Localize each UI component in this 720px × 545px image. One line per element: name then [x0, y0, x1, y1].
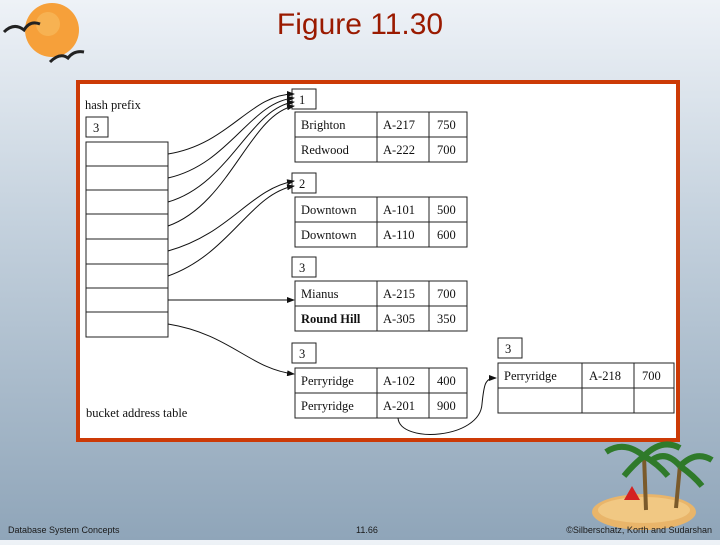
record-name: Redwood	[301, 143, 350, 157]
record-balance: 750	[437, 118, 456, 132]
pointer-arrow	[167, 99, 295, 203]
pointer-arrow	[167, 184, 295, 277]
record-balance: 350	[437, 312, 456, 326]
record-name: Brighton	[301, 118, 346, 132]
record-account: A-101	[383, 203, 415, 217]
record-balance: 700	[437, 143, 456, 157]
pointer-arrow	[167, 91, 295, 155]
record-name: Perryridge	[301, 399, 354, 413]
record-name: Downtown	[301, 228, 357, 242]
hash-prefix-value: 3	[93, 121, 99, 135]
footer-course-title: Database System Concepts	[8, 525, 120, 535]
pointer-arrow	[167, 179, 295, 252]
record-balance: 500	[437, 203, 456, 217]
record-account: A-201	[383, 399, 415, 413]
palm-island-decoration	[584, 420, 720, 540]
record-account: A-217	[383, 118, 415, 132]
footer-copyright: ©Silberschatz, Korth and Sudarshan	[566, 525, 712, 535]
hash-prefix-box	[85, 116, 109, 138]
record-name: Downtown	[301, 203, 357, 217]
overflow-chain-arrow	[397, 375, 497, 435]
bucket-2: 2 Downtown A-101 500 Downtown A-110 600	[291, 172, 468, 248]
figure-frame: hash prefix 3 bucket address table 1 Bri…	[76, 80, 680, 442]
record-balance: 600	[437, 228, 456, 242]
bucket-1: 1 Brighton A-217 750 Redwood A-222 700	[291, 88, 468, 163]
sun-birds-logo	[0, 0, 100, 75]
record-account: A-305	[383, 312, 415, 326]
bucket-address-table-label: bucket address table	[86, 406, 188, 420]
record-account: A-218	[589, 369, 621, 383]
record-name: Perryridge	[301, 374, 354, 388]
footer-page-number: 11.66	[356, 525, 378, 535]
slide-title: Figure 11.30	[276, 8, 444, 41]
record-balance: 400	[437, 374, 456, 388]
pointer-arrows	[167, 91, 497, 435]
bucket-4: 3 Perryridge A-102 400 Perryridge A-201 …	[291, 342, 468, 419]
bucket-3: 3 Mianus A-215 700 Round Hill A-305 350	[291, 256, 468, 332]
record-name: Round Hill	[301, 312, 361, 326]
record-account: A-102	[383, 374, 415, 388]
local-depth-value: 1	[299, 93, 305, 107]
local-depth-box	[291, 256, 317, 278]
local-depth-value: 2	[299, 177, 305, 191]
pointer-arrow	[167, 104, 295, 227]
local-depth-value: 3	[299, 347, 305, 361]
hash-prefix-label: hash prefix	[85, 98, 142, 112]
bucket-address-table	[85, 141, 169, 338]
local-depth-value: 3	[505, 342, 511, 356]
pointer-arrow	[167, 323, 295, 377]
bucket-5-overflow: 3 Perryridge A-218 700	[497, 337, 675, 414]
record-name: Perryridge	[504, 369, 557, 383]
record-account: A-215	[383, 287, 415, 301]
local-depth-box	[291, 342, 317, 364]
record-name: Mianus	[301, 287, 339, 301]
local-depth-value: 3	[299, 261, 305, 275]
record-account: A-110	[383, 228, 414, 242]
extendable-hash-diagram: hash prefix 3 bucket address table 1 Bri…	[85, 88, 675, 435]
pointer-arrow	[167, 95, 295, 179]
local-depth-box	[497, 337, 523, 359]
record-balance: 700	[437, 287, 456, 301]
record-balance: 900	[437, 399, 456, 413]
record-account: A-222	[383, 143, 415, 157]
record-balance: 700	[642, 369, 661, 383]
